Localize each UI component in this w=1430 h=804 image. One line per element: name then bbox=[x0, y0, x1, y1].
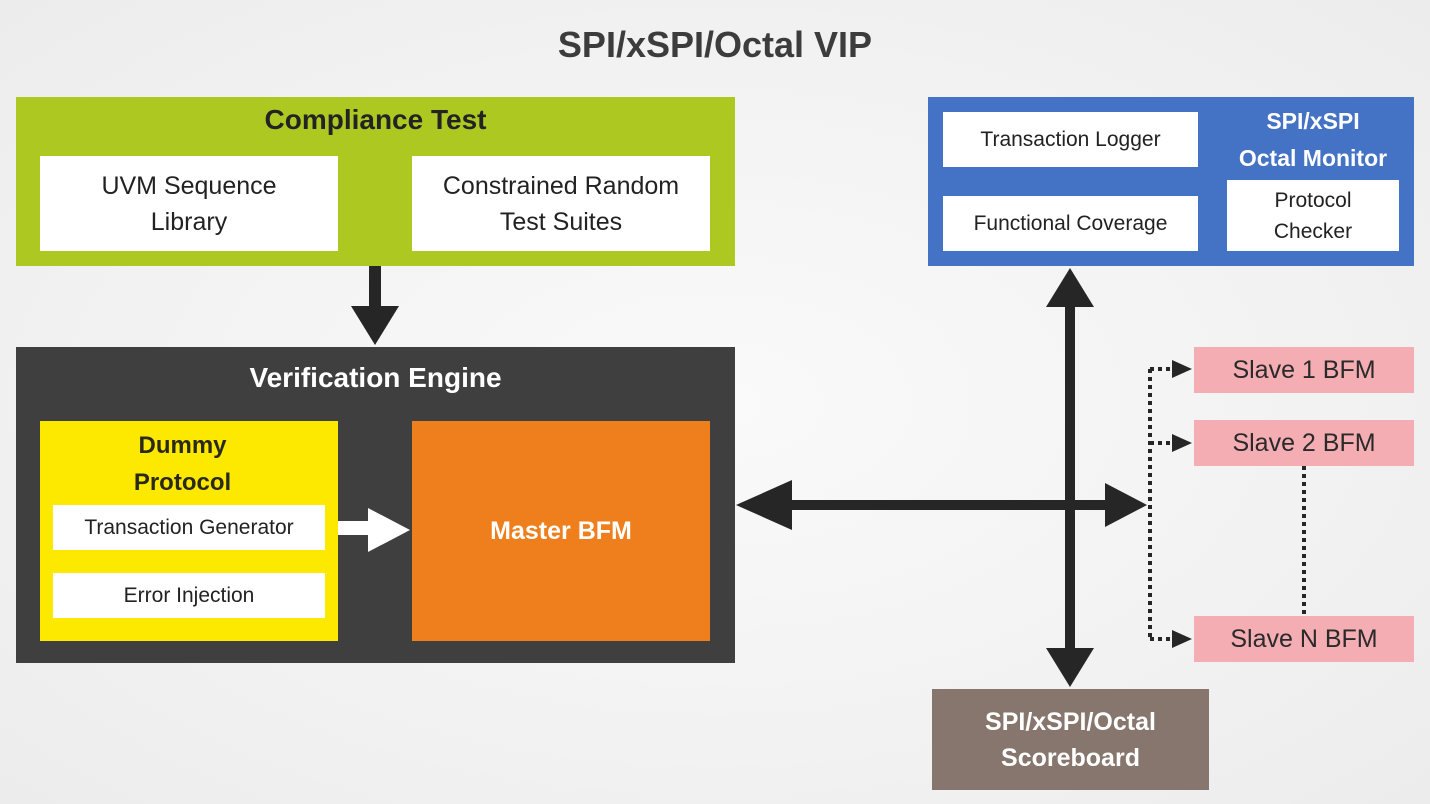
verification-engine-title: Verification Engine bbox=[249, 362, 502, 393]
transaction-logger-label: Transaction Logger bbox=[980, 127, 1161, 151]
constrained-random-test-suites-box: Constrained Random Test Suites bbox=[412, 156, 710, 251]
slave-n-bfm-box: Slave N BFM bbox=[1194, 616, 1414, 662]
transaction-generator-box: Transaction Generator bbox=[53, 505, 325, 550]
dummy-protocol-title: Dummy Protocol bbox=[133, 432, 232, 496]
slave-2-bfm-box: Slave 2 BFM bbox=[1194, 420, 1414, 466]
slave-1-arrowhead bbox=[1172, 360, 1192, 378]
compliance-test-title: Compliance Test bbox=[264, 104, 487, 135]
functional-coverage-label: Functional Coverage bbox=[973, 211, 1168, 235]
slave-1-bfm-box: Slave 1 BFM bbox=[1194, 347, 1414, 393]
error-injection-box: Error Injection bbox=[53, 573, 325, 618]
slave-n-arrowhead bbox=[1172, 630, 1192, 648]
monitor-title-line1: SPI/xSPI bbox=[1266, 108, 1360, 134]
master-bfm-block: Master BFM bbox=[412, 421, 710, 641]
protocol-checker-box: Protocol Checker bbox=[1227, 180, 1399, 251]
protocol-checker-label: Protocol Checker bbox=[1273, 188, 1353, 243]
compliance-to-engine-arrow bbox=[351, 266, 399, 345]
constrained-random-test-suites-label: Constrained Random Test Suites bbox=[442, 171, 680, 236]
slave-n-bfm-label: Slave N BFM bbox=[1230, 624, 1378, 653]
slave-arrowheads bbox=[1172, 360, 1192, 648]
scoreboard-block: SPI/xSPI/Octal Scoreboard bbox=[932, 689, 1209, 790]
monitor-title: SPI/xSPI Octal Monitor bbox=[1212, 103, 1414, 177]
functional-coverage-box: Functional Coverage bbox=[943, 196, 1198, 251]
slave-fanout-dotted-lines bbox=[1148, 367, 1306, 641]
transaction-logger-box: Transaction Logger bbox=[943, 112, 1198, 167]
uvm-sequence-library-box: UVM Sequence Library bbox=[40, 156, 338, 251]
diagram-title: SPI/xSPI/Octal VIP bbox=[557, 24, 873, 65]
master-bfm-label: Master BFM bbox=[490, 516, 632, 545]
slave-2-arrowhead bbox=[1172, 434, 1192, 452]
uvm-sequence-library-label: UVM Sequence Library bbox=[101, 171, 277, 236]
monitor-scoreboard-bus-arrow bbox=[1046, 268, 1094, 687]
slave-1-bfm-label: Slave 1 BFM bbox=[1232, 355, 1376, 384]
monitor-title-line2: Octal Monitor bbox=[1238, 145, 1388, 171]
transaction-generator-label: Transaction Generator bbox=[84, 515, 294, 539]
master-to-slaves-bus-arrow bbox=[736, 480, 1147, 530]
error-injection-label: Error Injection bbox=[123, 583, 255, 607]
scoreboard-label: SPI/xSPI/Octal Scoreboard bbox=[985, 707, 1156, 772]
slave-2-bfm-label: Slave 2 BFM bbox=[1232, 428, 1376, 457]
